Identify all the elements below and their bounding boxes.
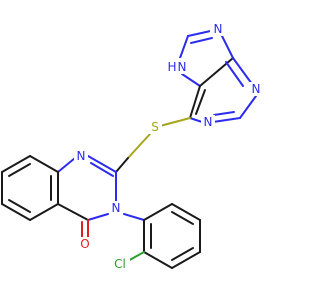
bond-nh-c5 xyxy=(181,73,201,87)
bond-c6-c5 xyxy=(189,85,201,119)
bond-c8-n9-double xyxy=(190,37,213,44)
bond-ar4-ar5 xyxy=(171,251,201,269)
bond-n3-c2 xyxy=(239,95,257,119)
atom-n-purine-h: N xyxy=(178,60,187,74)
atom-n-purine-top: N xyxy=(214,22,223,36)
bond-ar2-ar3-double xyxy=(171,211,194,225)
bond-n1q-c2q-double xyxy=(90,162,114,177)
bond-ar1-ar2 xyxy=(143,203,173,221)
bond-n1q-c2q xyxy=(87,155,117,173)
bond-c8a-c8 xyxy=(29,155,59,173)
atom-h-purine: H xyxy=(167,60,176,74)
bond-c4-c5 xyxy=(199,57,234,87)
bond-c6b-c5b xyxy=(1,203,31,221)
quinazolinone-ring xyxy=(57,155,117,239)
bond-n1-c6 xyxy=(189,117,203,123)
chlorophenyl-ring xyxy=(123,203,201,269)
bond-s-ch2 xyxy=(127,133,151,159)
bond-ch2-c2q xyxy=(115,157,129,173)
atom-labels: N H N N N S N N O Cl xyxy=(74,22,263,271)
bond-n3q-c4q xyxy=(87,213,109,221)
bond-n1q-c8a xyxy=(57,157,76,173)
atom-sulfur: S xyxy=(151,120,159,134)
bond-c5b-c4a xyxy=(29,203,59,221)
bond-ar5-ar6 xyxy=(143,251,173,269)
bond-c4-n3-double xyxy=(225,61,244,87)
bond-c8-c7-double xyxy=(8,163,31,177)
bond-ar2-ar3 xyxy=(171,203,201,221)
atom-oxygen: O xyxy=(80,237,89,251)
bond-ar4-ar5-double xyxy=(171,247,194,261)
atom-n-quinazoline-3: N xyxy=(112,201,121,215)
atom-n-purine-bottom: N xyxy=(204,115,213,129)
atom-chlorine: Cl xyxy=(114,257,126,271)
bond-c8-c7 xyxy=(1,155,31,173)
molecule-structure-diagram: N H N N N S N N O Cl xyxy=(1,22,263,271)
bond-c6b-c5b-double xyxy=(8,199,31,213)
purine-pyrimidine-ring xyxy=(189,57,257,123)
bond-n3q-aryl xyxy=(123,213,145,221)
bond-c4q-c4a xyxy=(57,203,89,221)
bond-c8-nh xyxy=(179,35,189,59)
bond-c4-n3 xyxy=(232,57,253,85)
bond-c6-s xyxy=(159,117,191,127)
atom-n-quinazoline-top: N xyxy=(77,149,86,163)
atom-n-purine-right: N xyxy=(252,82,261,96)
thioether-linker xyxy=(115,117,191,173)
bond-c2-n1-double xyxy=(213,111,235,116)
bond-c2-n1 xyxy=(212,117,241,123)
benzo-ring xyxy=(1,155,59,221)
bond-n-c4 xyxy=(220,33,234,59)
bond-c6-c5-double xyxy=(195,89,206,115)
